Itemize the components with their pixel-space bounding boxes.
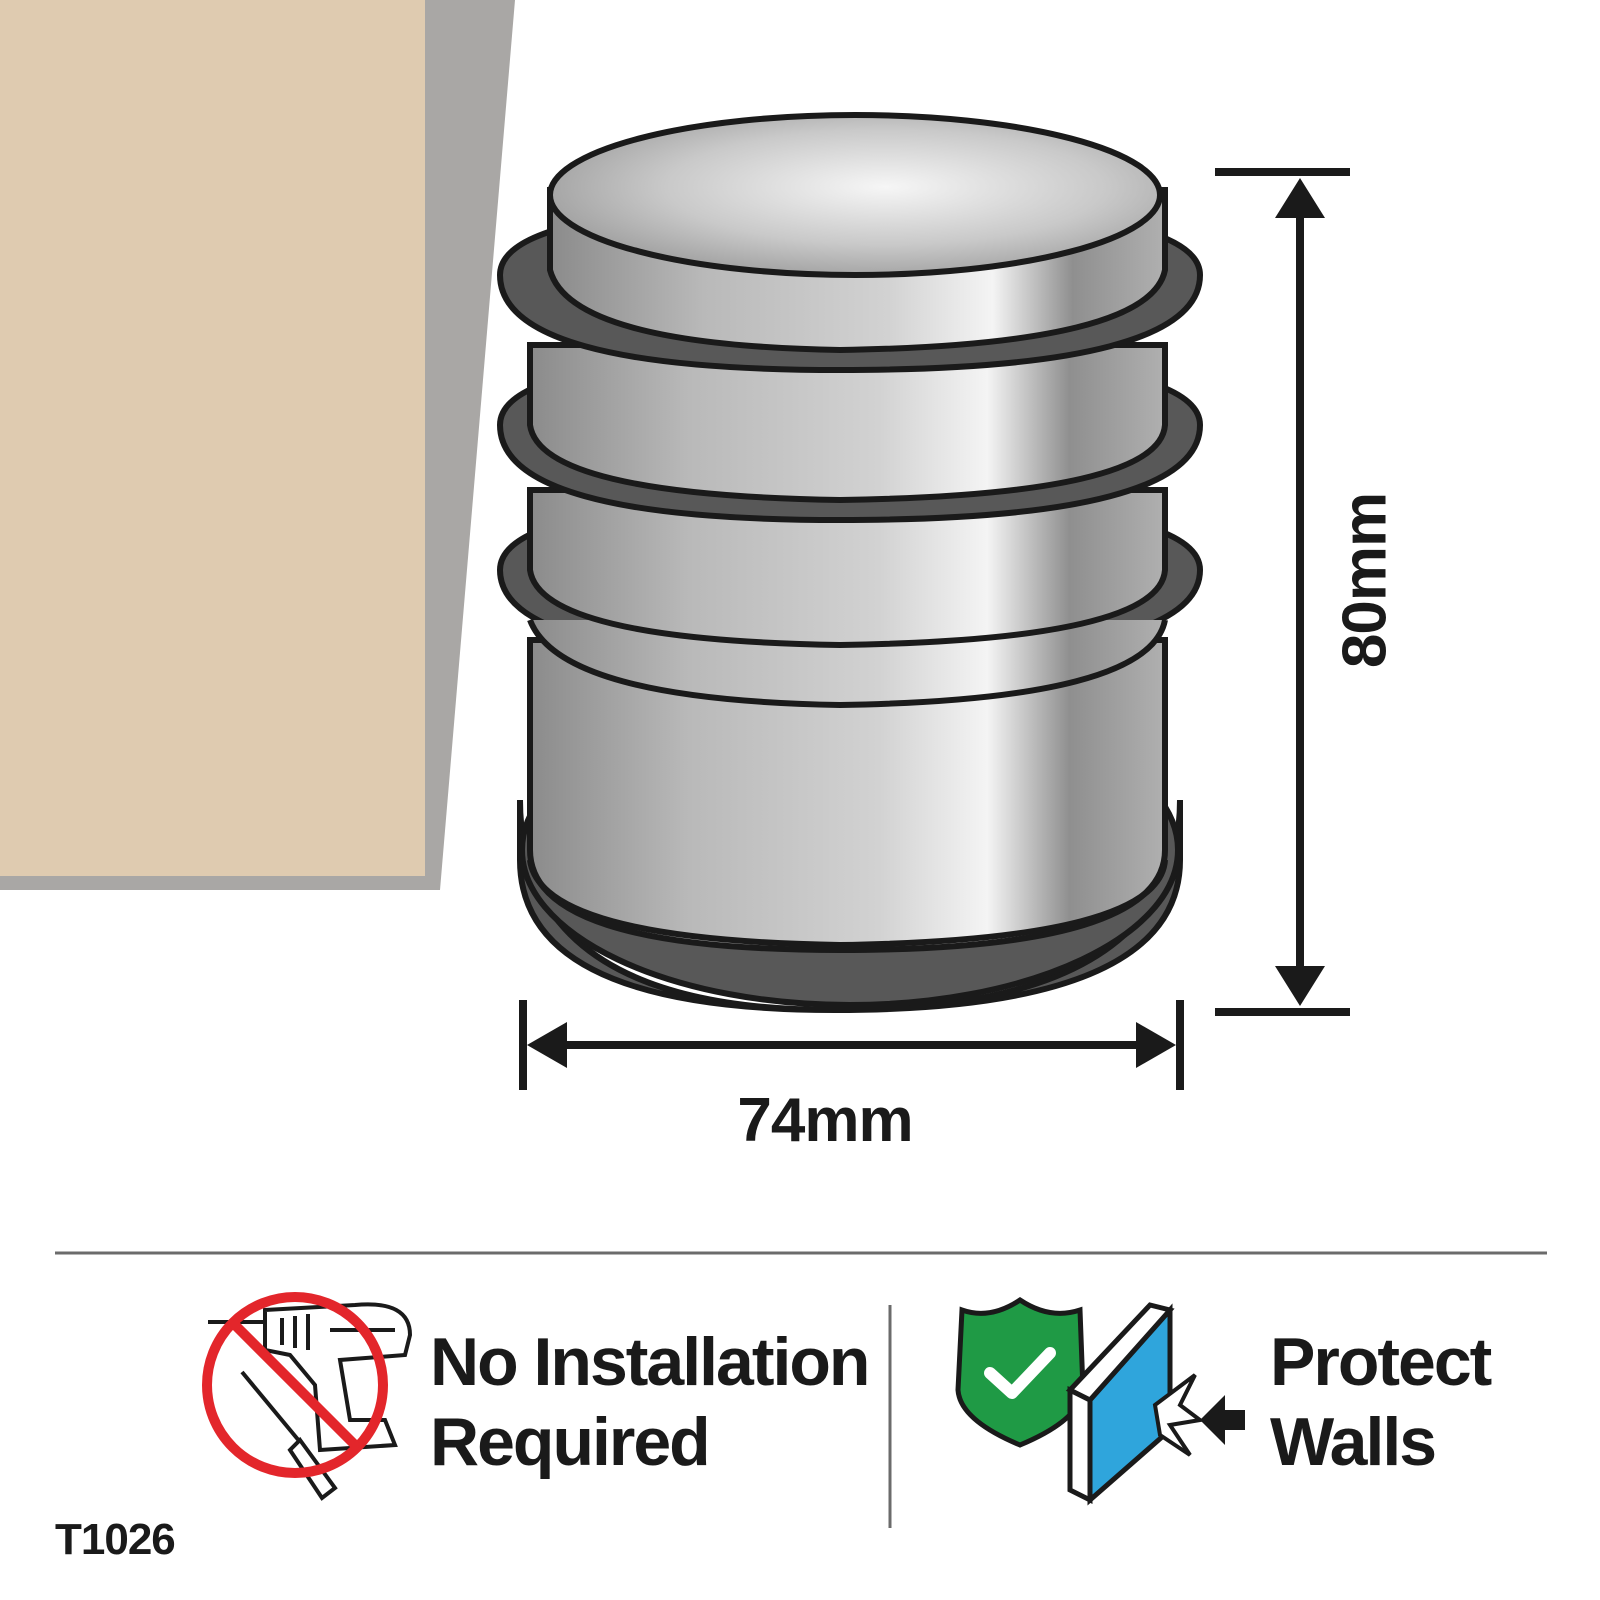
- feature-line-1: Protect: [1270, 1324, 1492, 1400]
- no-drill-icon: [202, 1292, 413, 1501]
- no-installation-feature-text: No Installation Required: [430, 1322, 870, 1482]
- width-label: 74mm: [737, 1086, 913, 1155]
- wall-protection-icon: [955, 1296, 1245, 1506]
- height-label: 80mm: [1330, 492, 1400, 669]
- product-code: T1026: [55, 1515, 176, 1564]
- width-dimension: [519, 1000, 1184, 1090]
- height-dimension: [1215, 168, 1350, 1016]
- protect-walls-feature-text: Protect Walls: [1270, 1322, 1492, 1482]
- feature-line-2: Walls: [1270, 1404, 1437, 1480]
- wall: [0, 0, 515, 890]
- feature-line-1: No Installation: [430, 1324, 870, 1400]
- feature-line-2: Required: [430, 1404, 711, 1480]
- door-stop-illustration: [496, 112, 1204, 1014]
